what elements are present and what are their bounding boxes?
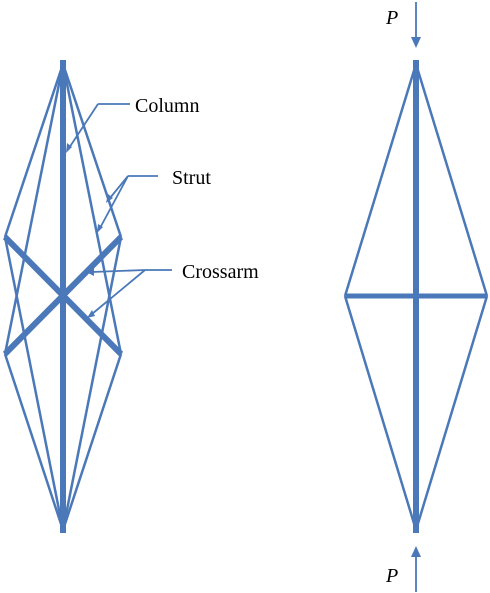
- strut: [414, 63, 489, 297]
- strut: [3, 63, 65, 238]
- braced-column-2d: [343, 2, 489, 592]
- strut: [3, 353, 65, 531]
- strut: [61, 63, 123, 355]
- strut: [343, 63, 418, 297]
- arrowhead: [86, 268, 94, 276]
- arrowhead: [66, 143, 72, 153]
- column-bottom-cap: [60, 527, 66, 533]
- struts-left: [3, 63, 123, 531]
- strut: [343, 295, 418, 531]
- strut-label: Strut: [172, 167, 211, 189]
- crossarm-leader-line: [91, 269, 146, 315]
- arrowhead: [87, 310, 95, 318]
- load-label-bottom: P: [385, 565, 398, 587]
- column-label: Column: [135, 95, 199, 117]
- strut: [414, 295, 489, 531]
- load-label-top: P: [385, 7, 398, 29]
- arrowhead: [106, 194, 113, 203]
- leader-lines: [68, 103, 172, 315]
- load-arrow-bottom-head: [411, 546, 421, 557]
- column-top-cap: [60, 60, 66, 66]
- arrowhead: [97, 224, 103, 233]
- strut-leader-line: [109, 175, 129, 199]
- struts-right: [343, 63, 489, 531]
- strut: [3, 63, 65, 355]
- column-top-cap: [413, 60, 419, 66]
- crossarm-label: Crossarm: [182, 261, 259, 283]
- strut: [61, 353, 123, 531]
- strut: [3, 236, 65, 531]
- column-leader-line: [68, 103, 99, 149]
- load-arrow-top-head: [411, 37, 421, 48]
- strut-leader-line: [99, 175, 129, 229]
- crossarm-leader-line: [91, 269, 146, 273]
- strut: [61, 236, 123, 531]
- column-bottom-cap: [413, 527, 419, 533]
- braced-column-3d: [2, 60, 172, 533]
- leader-arrowheads: [66, 143, 113, 318]
